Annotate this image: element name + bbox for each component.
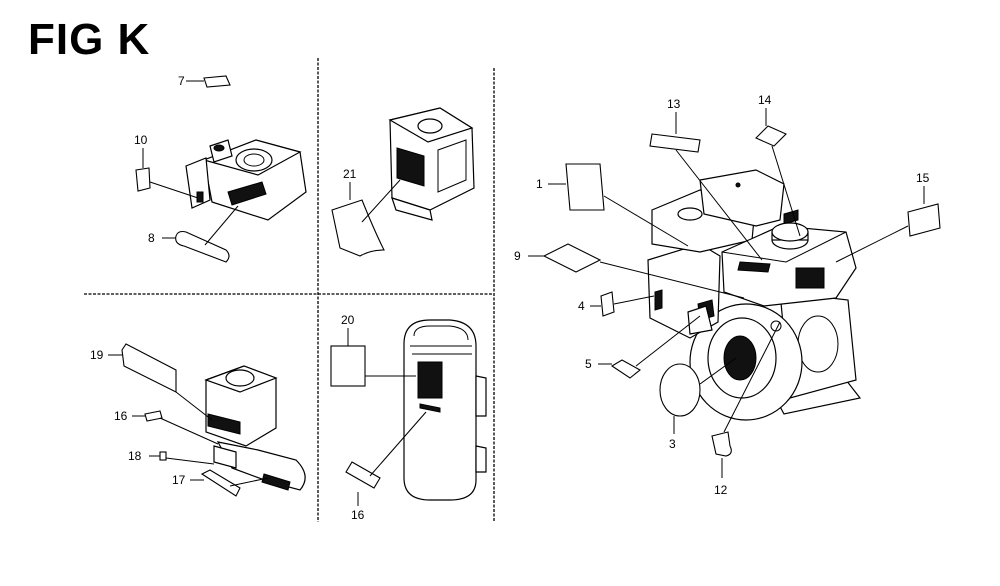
air-cleaner-b (388, 107, 475, 221)
decal-4 (590, 291, 655, 317)
decal-15 (835, 186, 941, 263)
callout-18: 18 (128, 449, 142, 463)
decal-3 (659, 357, 737, 434)
callout-10: 10 (134, 133, 148, 147)
decal-13 (649, 112, 763, 261)
decal-8 (162, 205, 239, 263)
panel-dividers (84, 58, 495, 522)
decal-21 (331, 179, 401, 257)
callout-15: 15 (916, 171, 930, 185)
decal-7 (186, 75, 231, 88)
air-cleaner-d (403, 319, 487, 501)
decal-9 (528, 243, 745, 299)
callout-5: 5 (585, 357, 592, 371)
decal-17 (190, 469, 269, 497)
decal-1 (548, 163, 689, 247)
callout-1: 1 (536, 177, 543, 191)
callout-14: 14 (758, 93, 772, 107)
decal-18 (149, 451, 215, 465)
figure-title: FIG K (28, 15, 151, 64)
decal-19 (108, 343, 213, 421)
callout-17: 17 (172, 473, 186, 487)
callout-16b: 16 (351, 508, 365, 522)
decal-20 (330, 328, 416, 387)
callout-13: 13 (667, 97, 681, 111)
callout-20: 20 (341, 313, 355, 327)
callout-4: 4 (578, 299, 585, 313)
air-cleaner-a (185, 139, 307, 221)
decal-10 (135, 148, 199, 199)
callout-19: 19 (90, 348, 104, 362)
callout-21: 21 (343, 167, 357, 181)
decal-16b (345, 411, 427, 506)
decal-16a (132, 410, 219, 445)
callout-12: 12 (714, 483, 728, 497)
decal-14 (755, 108, 801, 237)
callout-7: 7 (178, 74, 185, 88)
callout-8: 8 (148, 231, 155, 245)
callout-3: 3 (669, 437, 676, 451)
callout-labels: 7 10 8 21 19 16 18 17 20 16 1 9 4 5 3 12… (90, 74, 930, 522)
callout-16a: 16 (114, 409, 128, 423)
callout-9: 9 (514, 249, 521, 263)
decal-12 (711, 321, 781, 478)
air-cleaner-c (204, 365, 306, 491)
decal-5 (598, 315, 701, 379)
